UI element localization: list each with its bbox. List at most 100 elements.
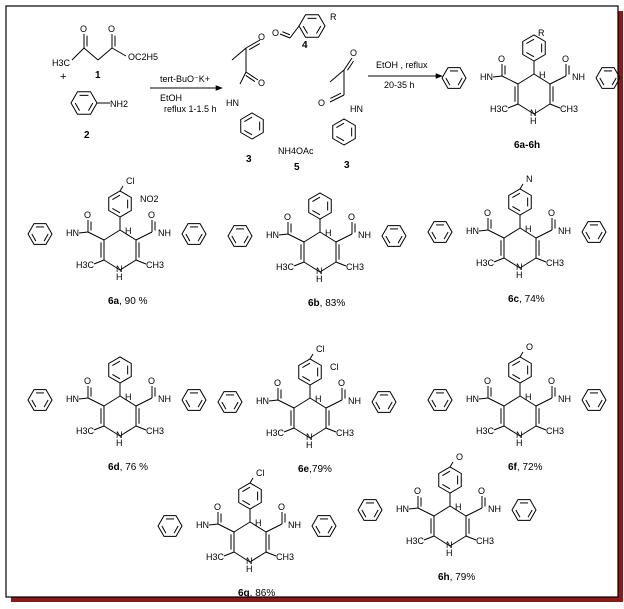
ring-h-label: H xyxy=(530,116,537,126)
carbonyl-bond xyxy=(329,94,345,103)
aromatic-bond xyxy=(231,235,237,244)
amide-bond xyxy=(208,523,219,526)
aromatic-bond xyxy=(112,360,121,367)
chain-bond xyxy=(231,47,247,61)
ring-n-label: N xyxy=(516,262,523,272)
methyl-left-label: H3C xyxy=(76,426,95,436)
aldehyde-carbonyl xyxy=(279,33,291,39)
carbonyl-o-label: O xyxy=(214,502,221,512)
ring-bond xyxy=(309,397,327,409)
product-yield: , 86% xyxy=(250,588,276,599)
plus-sign: + xyxy=(60,71,66,83)
ring-bond xyxy=(119,395,137,407)
substituent-label: O xyxy=(526,342,533,352)
methyl-bond xyxy=(549,103,561,109)
product-caption: 6h, 79% xyxy=(438,572,475,583)
amide-bond xyxy=(535,229,553,239)
benzene-ring xyxy=(371,391,397,413)
chain-bond xyxy=(97,47,113,61)
ring-n-label: N xyxy=(116,430,123,440)
benzene-ring xyxy=(332,118,356,146)
product-yield: ,79% xyxy=(309,464,332,475)
product-name: 6e xyxy=(298,464,310,475)
o-label: O xyxy=(108,24,115,34)
product-yield: , 83% xyxy=(320,298,346,309)
aromatic-bond xyxy=(185,399,191,408)
compound-number-3b: 3 xyxy=(344,160,350,171)
carbonyl-bond xyxy=(248,43,261,51)
aromatic-bond xyxy=(197,233,203,242)
aromatic-bond xyxy=(244,129,253,136)
aromatic-bond xyxy=(242,499,251,506)
aromatic-bond xyxy=(161,525,167,534)
amide-bond xyxy=(549,75,567,85)
ring-bond xyxy=(303,261,321,273)
methyl-left-label: H3C xyxy=(276,262,295,272)
carbonyl-o-label: O xyxy=(148,376,155,386)
ring-bond xyxy=(503,257,521,269)
carbonyl-o-label: O xyxy=(284,212,291,222)
carbonyl-o-label: O xyxy=(484,208,491,218)
ring-bond xyxy=(433,535,451,547)
aromatic-bond xyxy=(31,233,37,242)
aromatic-bond xyxy=(526,51,535,58)
ring-n-label: N xyxy=(446,540,453,550)
ring-n-label: N xyxy=(116,264,123,274)
ring-h-label: H xyxy=(246,564,253,574)
ring-bond xyxy=(293,397,311,409)
amide-nh-label: HN xyxy=(196,520,209,530)
benzene-ring xyxy=(522,34,546,62)
ring-bond xyxy=(503,227,521,239)
amide-nh-label: HN xyxy=(266,230,279,240)
amide-bond xyxy=(277,399,295,409)
aromatic-bond xyxy=(185,233,191,242)
ring-bond xyxy=(449,505,467,517)
methyl-bond xyxy=(283,427,295,433)
compound-number-3: 3 xyxy=(246,154,252,165)
carbonyl-o-label: O xyxy=(348,212,355,222)
substituent-bond xyxy=(519,351,524,358)
ring-bond xyxy=(519,395,537,407)
aromatic-bond xyxy=(526,38,535,45)
amide-bond xyxy=(87,397,105,407)
ring-n-label: N xyxy=(246,556,253,566)
aromatic-bond xyxy=(242,486,251,493)
amide-bond xyxy=(87,231,105,241)
benzene-ring xyxy=(595,67,621,89)
aromatic-bond xyxy=(336,135,345,142)
c4-h-label: H xyxy=(125,392,132,402)
ring-h-label: H xyxy=(116,438,123,448)
aromatic-bond xyxy=(361,509,367,518)
methyl-bond xyxy=(93,425,105,431)
aromatic-bond xyxy=(443,231,449,240)
methyl-bond xyxy=(265,551,277,557)
benzene-ring xyxy=(240,112,264,140)
amide-bond xyxy=(417,507,435,517)
substituent-bond xyxy=(249,477,254,484)
methyl-left-label: H3C xyxy=(476,426,495,436)
substituent-bond xyxy=(309,353,314,360)
aromatic-bond xyxy=(315,25,322,34)
aromatic-bond xyxy=(302,25,309,34)
methyl-bond xyxy=(535,425,547,431)
amide-nh-label: HN xyxy=(66,394,79,404)
c4-h-label: H xyxy=(539,70,546,80)
aromatic-bond xyxy=(515,509,521,518)
product-yield: , 90 % xyxy=(119,296,147,307)
aromatic-bond xyxy=(431,231,437,240)
methyl-left-label: H3C xyxy=(406,536,425,546)
methyl-bond xyxy=(293,261,305,267)
compound-number-1: 1 xyxy=(95,70,101,81)
methyl-bond xyxy=(493,425,505,431)
amide-bond xyxy=(492,75,503,78)
aromatic-bond xyxy=(173,525,179,534)
ring-h-label: H xyxy=(306,440,313,450)
product-yield: , 76 % xyxy=(120,462,148,473)
amide-bond xyxy=(325,399,343,409)
product-caption: 6e,79% xyxy=(298,464,332,475)
